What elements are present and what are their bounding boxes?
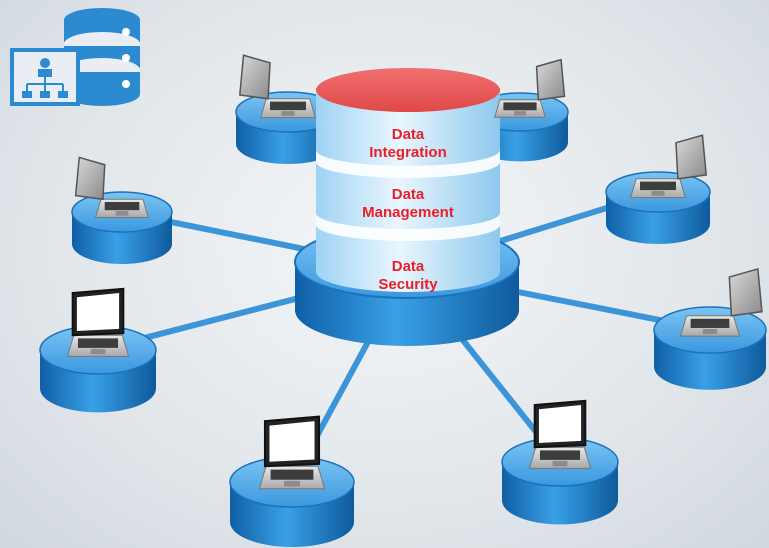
laptop-left-lower bbox=[66, 287, 130, 357]
laptop-bottom-center-right bbox=[528, 399, 592, 469]
laptop-screen bbox=[238, 54, 271, 100]
laptop-right-upper bbox=[629, 134, 708, 199]
layer-security-line2: Security bbox=[378, 276, 438, 293]
laptop-screen bbox=[269, 421, 315, 462]
layer-label-security: Data Security bbox=[318, 258, 498, 294]
central-database-cylinder bbox=[316, 68, 500, 292]
client-pad-left-upper bbox=[71, 191, 173, 264]
client-laptops bbox=[66, 54, 763, 490]
laptop-screen bbox=[74, 156, 106, 201]
database-org-chart-icon bbox=[10, 8, 140, 106]
laptop-screen bbox=[675, 134, 708, 180]
laptop-bottom-center-left bbox=[258, 415, 326, 490]
laptop-screen bbox=[535, 58, 566, 101]
laptop-screen bbox=[538, 405, 582, 444]
layer-management-line2: Management bbox=[362, 204, 454, 221]
layer-integration-line2: Integration bbox=[369, 144, 447, 161]
layer-security-line1: Data bbox=[391, 258, 425, 275]
layer-integration-line1: Data bbox=[391, 126, 425, 143]
laptop-screen bbox=[76, 293, 120, 332]
laptop-right-lower bbox=[679, 267, 763, 337]
layer-label-integration: Data Integration bbox=[318, 126, 498, 162]
layer-management-line1: Data bbox=[391, 186, 425, 203]
laptop-top-left bbox=[238, 54, 317, 119]
client-pad-right-lower bbox=[653, 306, 767, 390]
laptop-left-upper bbox=[74, 156, 150, 218]
laptop-top-right bbox=[494, 58, 566, 118]
laptop-screen bbox=[728, 267, 763, 317]
layer-label-management: Data Management bbox=[318, 186, 498, 222]
